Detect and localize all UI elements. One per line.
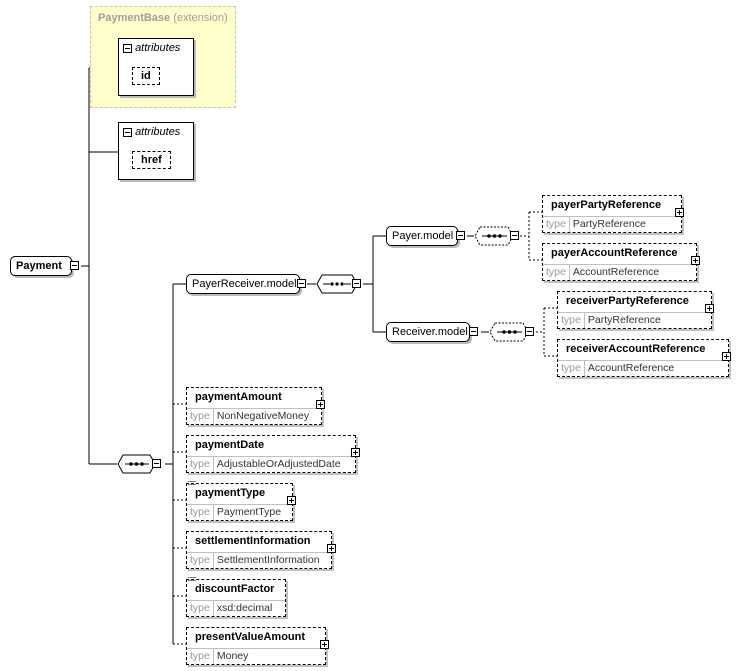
group-label: Payer.model: [392, 230, 454, 242]
expand-icon[interactable]: [675, 208, 684, 217]
extension-title: PaymentBase (extension): [98, 12, 228, 24]
type-label: type: [558, 313, 585, 328]
type-label: type: [187, 601, 214, 616]
type-label: type: [187, 457, 214, 472]
attributes-group-id: attributes id: [118, 38, 194, 96]
element-name: payerAccountReference: [543, 244, 696, 265]
element-type: PaymentType: [216, 506, 282, 518]
expand-icon[interactable]: [327, 544, 336, 553]
attributes-group-href: attributes href: [118, 122, 194, 180]
payer-model-group[interactable]: Payer.model: [386, 226, 458, 246]
element-name: discountFactor: [187, 580, 285, 601]
collapse-icon[interactable]: [297, 279, 306, 288]
type-label: type: [543, 217, 570, 232]
element-name: receiverPartyReference: [558, 292, 711, 313]
expand-icon[interactable]: [691, 256, 700, 265]
element-type: xsd:decimal: [216, 602, 273, 614]
collapse-icon[interactable]: [469, 327, 478, 336]
element-type: SettlementInformation: [216, 554, 320, 566]
payer-receiver-model-group[interactable]: PayerReceiver.model: [186, 274, 300, 294]
element-name: settlementInformation: [187, 532, 331, 553]
expand-icon[interactable]: [320, 640, 329, 649]
documentation-icon: [188, 577, 196, 583]
type-label: type: [543, 265, 570, 280]
sequence-compositor[interactable]: [489, 322, 531, 344]
attribute-id[interactable]: id: [132, 67, 160, 85]
attributes-label: attributes: [135, 126, 181, 138]
attributes-header: attributes: [123, 42, 180, 55]
type-label: type: [558, 361, 585, 376]
attributes-label: attributes: [135, 42, 181, 54]
expand-icon[interactable]: [351, 448, 360, 457]
receiver-model-group[interactable]: Receiver.model: [386, 322, 470, 342]
sequence-compositor[interactable]: [474, 226, 516, 248]
expand-icon[interactable]: [722, 352, 731, 361]
element-type: Money: [216, 650, 249, 662]
element-name: receiverAccountReference: [558, 340, 728, 361]
payment-root-node[interactable]: Payment: [10, 256, 72, 276]
element-type: NonNegativeMoney: [216, 410, 310, 422]
element-name: presentValueAmount: [187, 628, 325, 649]
collapse-icon[interactable]: [70, 261, 79, 270]
element-type: AccountReference: [587, 362, 675, 374]
collapse-icon[interactable]: [123, 43, 132, 53]
type-label: type: [187, 409, 214, 424]
element-type: AccountReference: [572, 266, 660, 278]
type-label: type: [187, 505, 214, 520]
choice-compositor[interactable]: [316, 274, 360, 296]
element-name: paymentType: [187, 484, 292, 505]
element-type: PartyReference: [572, 218, 646, 230]
collapse-icon[interactable]: [510, 231, 519, 240]
element-type: PartyReference: [587, 314, 661, 326]
root-label: Payment: [16, 260, 62, 272]
element-type: AdjustableOrAdjustedDate: [216, 458, 341, 470]
collapse-icon[interactable]: [352, 279, 361, 288]
expand-icon[interactable]: [287, 496, 296, 505]
attribute-href[interactable]: href: [132, 151, 171, 169]
expand-icon[interactable]: [316, 400, 325, 409]
extension-suffix: (extension): [173, 12, 228, 24]
collapse-icon[interactable]: [123, 127, 132, 137]
group-label: PayerReceiver.model: [192, 278, 297, 290]
sequence-compositor[interactable]: [117, 454, 157, 476]
collapse-icon[interactable]: [456, 231, 465, 240]
element-name: paymentDate: [187, 436, 355, 457]
documentation-icon: [188, 481, 196, 487]
type-label: type: [187, 649, 214, 664]
type-label: type: [187, 553, 214, 568]
attributes-header: attributes: [123, 126, 180, 139]
collapse-icon[interactable]: [525, 327, 534, 336]
element-name: payerPartyReference: [543, 196, 681, 217]
collapse-icon[interactable]: [152, 459, 161, 468]
extension-name: PaymentBase: [98, 12, 171, 24]
group-label: Receiver.model: [392, 326, 468, 338]
expand-icon[interactable]: [705, 304, 714, 313]
element-name: paymentAmount: [187, 388, 321, 409]
